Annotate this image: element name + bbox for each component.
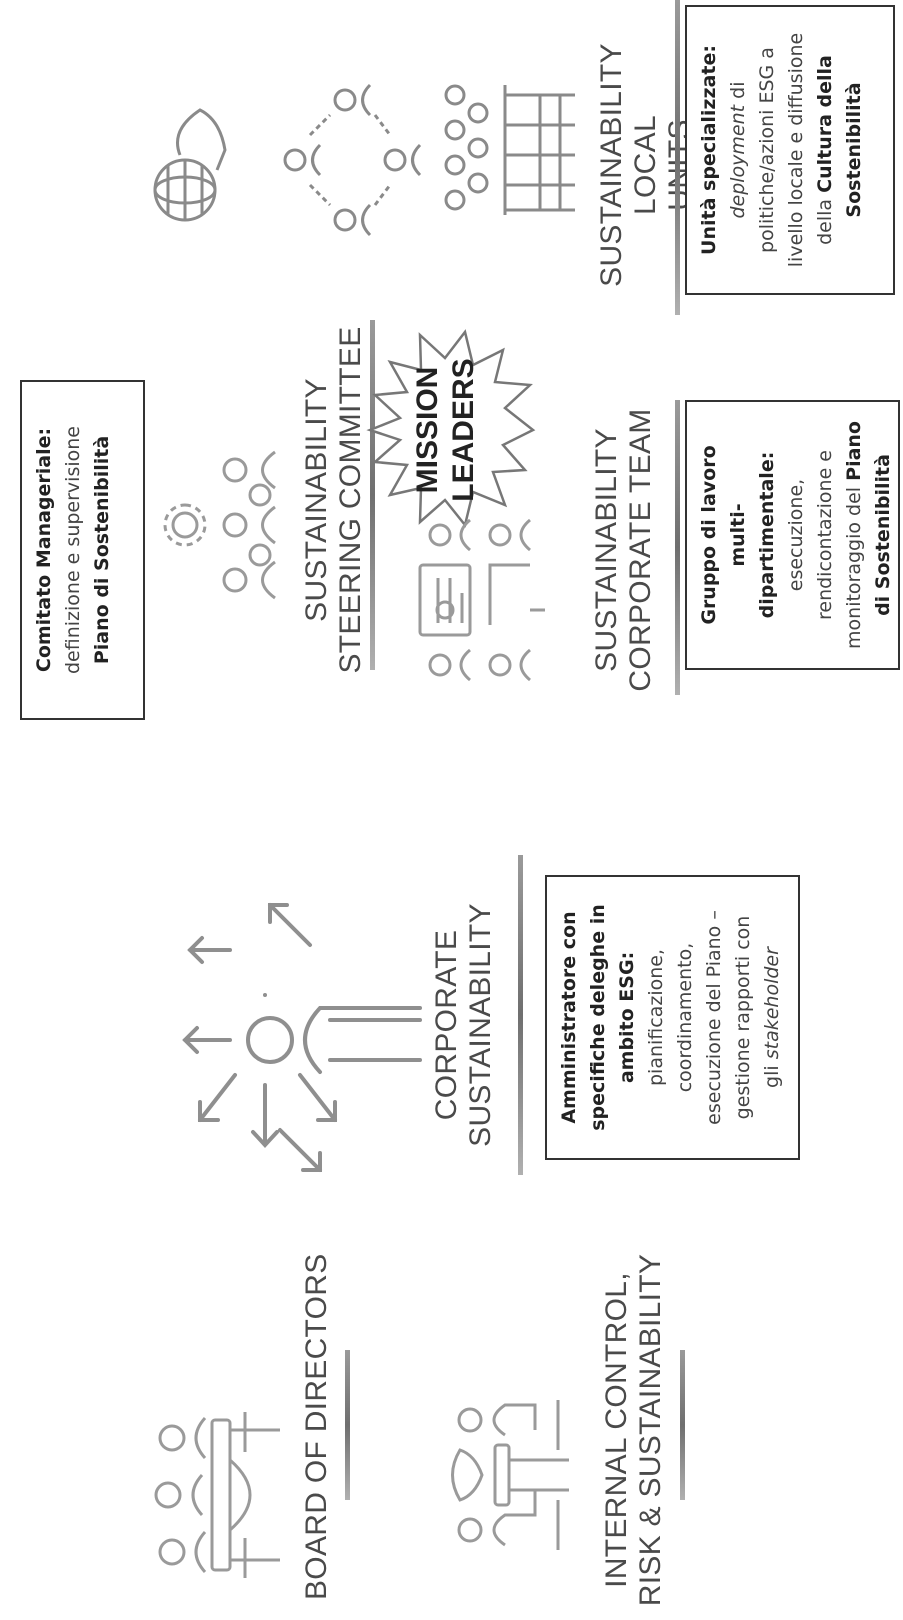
corporate-team-bar (675, 400, 680, 695)
corporate-team-box-line1: esecuzione, (785, 478, 807, 592)
internal-bar (680, 1350, 685, 1500)
local-units-description-box: Unità specializzate: deployment di polit… (685, 5, 895, 295)
internal-heading-line2: RISK & SUSTAINABILITY (634, 1253, 667, 1607)
mission-line2: LEADERS (447, 358, 480, 502)
corporate-box-line5b: stakeholder (761, 947, 783, 1060)
corporate-team-box-line3b: Piano (843, 421, 865, 481)
corporate-team-heading-line1: SUSTAINABILITY (590, 428, 623, 672)
corporate-box-line1: pianificazione, (645, 949, 667, 1087)
mission-line1: MISSION (411, 366, 444, 494)
corporate-team-box-bold1: Gruppo di lavoro multi- (698, 445, 749, 625)
corporate-box-bold3: ambito ESG: (616, 951, 638, 1084)
leader-arrows-icon (170, 880, 435, 1200)
local-units-box-line4a: della (814, 192, 836, 245)
local-units-box-line1b: di (727, 81, 749, 105)
corporate-description-box: Amministratore con specifiche deleghe in… (545, 875, 800, 1160)
steering-description-box: Comitato Manageriale: definizione e supe… (20, 380, 145, 720)
corporate-heading: CORPORATE SUSTAINABILITY (430, 870, 498, 1180)
corporate-box-line2: coordinamento, (674, 942, 696, 1093)
steering-box-line1: definizione e supervisione (62, 426, 84, 674)
corporate-bar-top (518, 855, 523, 1175)
corporate-box-line3: esecuzione del Piano – (703, 910, 725, 1125)
internal-heading: INTERNAL CONTROL, RISK & SUSTAINABILITY (600, 1250, 668, 1610)
gear-people-icon (160, 440, 305, 610)
corporate-box-line4: gestione rapporti con (732, 915, 754, 1120)
local-units-box-line4b: Cultura della (814, 55, 836, 193)
mission-leaders-label: MISSION LEADERS (410, 330, 482, 530)
corporate-box-bold1: Amministratore con (558, 911, 580, 1124)
presentation-team-icon (400, 515, 555, 685)
globe-hand-icon (140, 90, 255, 240)
corporate-team-heading: SUSTAINABILITY CORPORATE TEAM (590, 380, 658, 720)
meeting-icon (440, 1390, 585, 1560)
corporate-team-heading-line2: CORPORATE TEAM (624, 408, 657, 692)
local-units-box-bold1: Unità specializzate: (698, 45, 720, 255)
local-units-box-line2: politiche/azioni ESG a (756, 47, 778, 253)
board-bar (345, 1350, 350, 1500)
corporate-team-box-bold2: dipartimentale: (756, 451, 778, 619)
people-network-icon (280, 80, 425, 240)
local-units-bar (675, 0, 680, 315)
steering-box-bold1: Comitato Manageriale: (33, 427, 55, 673)
corporate-heading-line1: CORPORATE (430, 929, 463, 1121)
corporate-box-bold2: specifiche deleghe in (587, 904, 609, 1131)
corporate-team-box-line3a: monitoraggio del (843, 480, 865, 649)
local-units-heading-line1: SUSTAINABILITY LOCAL (595, 43, 662, 287)
people-group-icon (440, 70, 595, 230)
steering-box-bold2: Piano di Sostenibilità (91, 435, 113, 665)
corporate-team-box-bold3: di Sostenibilità (872, 454, 894, 616)
corporate-team-description-box: Gruppo di lavoro multi- dipartimentale: … (685, 400, 900, 670)
steering-heading-line1: SUSTAINABILITY (300, 378, 333, 622)
board-table-icon (150, 1400, 295, 1590)
internal-heading-line1: INTERNAL CONTROL, (600, 1272, 633, 1588)
starburst-icon: MISSION LEADERS (365, 329, 540, 530)
corporate-team-box-line2: rendicontazione e (814, 450, 836, 621)
corporate-heading-line2: SUSTAINABILITY (464, 903, 497, 1147)
local-units-heading: SUSTAINABILITY LOCAL UNITS (595, 0, 697, 330)
local-units-box-line1a: deployment (727, 104, 749, 219)
steering-heading-line2: STEERING COMMITTEE (334, 326, 367, 674)
board-heading: BOARD OF DIRECTORS (300, 1253, 333, 1600)
steering-heading: SUSTAINABILITY STEERING COMMITTEE (300, 320, 368, 680)
corporate-box-line5a: gli (761, 1059, 783, 1088)
local-units-box-bold2: Sostenibilità (843, 82, 865, 218)
local-units-box-line3: livello locale e diffusione (785, 32, 807, 268)
